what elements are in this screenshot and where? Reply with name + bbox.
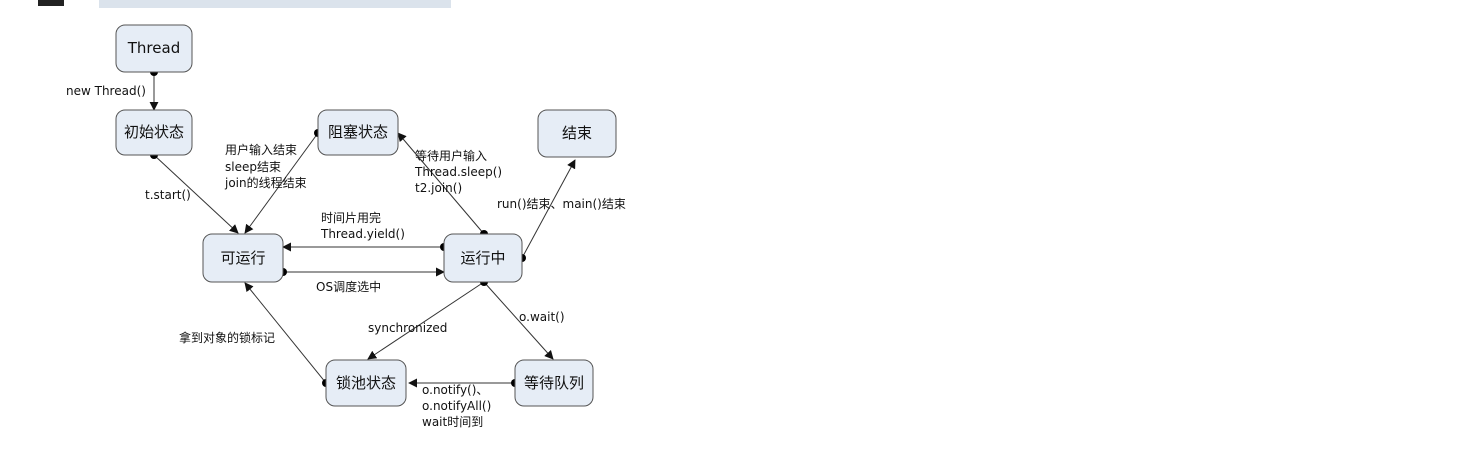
label-yield-2: Thread.yield() [320,227,405,241]
state-end-label: 结束 [562,124,592,142]
state-runnable: 可运行 [202,233,284,283]
label-block-3: t2.join() [415,181,462,195]
state-init: 初始状态 [115,109,193,156]
edge-wait [483,281,554,360]
state-runnable-label: 可运行 [220,249,265,267]
state-lockpool-label: 锁池状态 [336,374,396,392]
edge-block [397,132,485,235]
edge-labels: new Thread() t.start() 用户输入结束 sleep结束 jo… [66,84,626,429]
label-unblock-3: join的线程结束 [224,175,307,190]
label-got-lock: 拿到对象的锁标记 [179,330,275,345]
label-wait: o.wait() [519,310,565,324]
state-blocked: 阻塞状态 [317,109,399,156]
state-thread-label: Thread [127,39,180,57]
label-new-thread: new Thread() [66,84,146,98]
state-blocked-label: 阻塞状态 [328,123,388,141]
label-yield-1: 时间片用完 [321,210,381,225]
label-finish: run()结束、main()结束 [497,197,626,211]
state-end: 结束 [537,109,617,158]
label-notify-2: o.notifyAll() [422,399,491,413]
edge-unblock [244,132,319,234]
crop-block [38,0,64,6]
label-unblock-1: 用户输入结束 [225,142,297,157]
state-init-label: 初始状态 [124,123,184,141]
label-t-start: t.start() [145,188,191,202]
state-thread: Thread [115,24,193,73]
edge-finish [521,159,576,259]
crop-selection [99,0,451,8]
label-block-2: Thread.sleep() [414,165,502,179]
label-schedule: OS调度选中 [316,279,381,294]
state-lockpool: 锁池状态 [325,359,407,407]
label-notify-3: wait时间到 [422,415,483,429]
top-crop-bar [0,0,1468,10]
state-waitqueue-label: 等待队列 [524,374,584,392]
label-block-1: 等待用户输入 [415,148,487,163]
edges [149,72,576,388]
label-synchronized: synchronized [368,321,447,335]
label-notify-1: o.notify()、 [422,383,488,397]
state-running-label: 运行中 [460,249,505,267]
edge-synchronized [367,281,485,360]
state-waitqueue: 等待队列 [514,359,594,407]
state-running: 运行中 [443,233,523,283]
edge-got-lock [244,282,327,384]
edge-start [153,154,239,234]
label-unblock-2: sleep结束 [225,160,281,174]
